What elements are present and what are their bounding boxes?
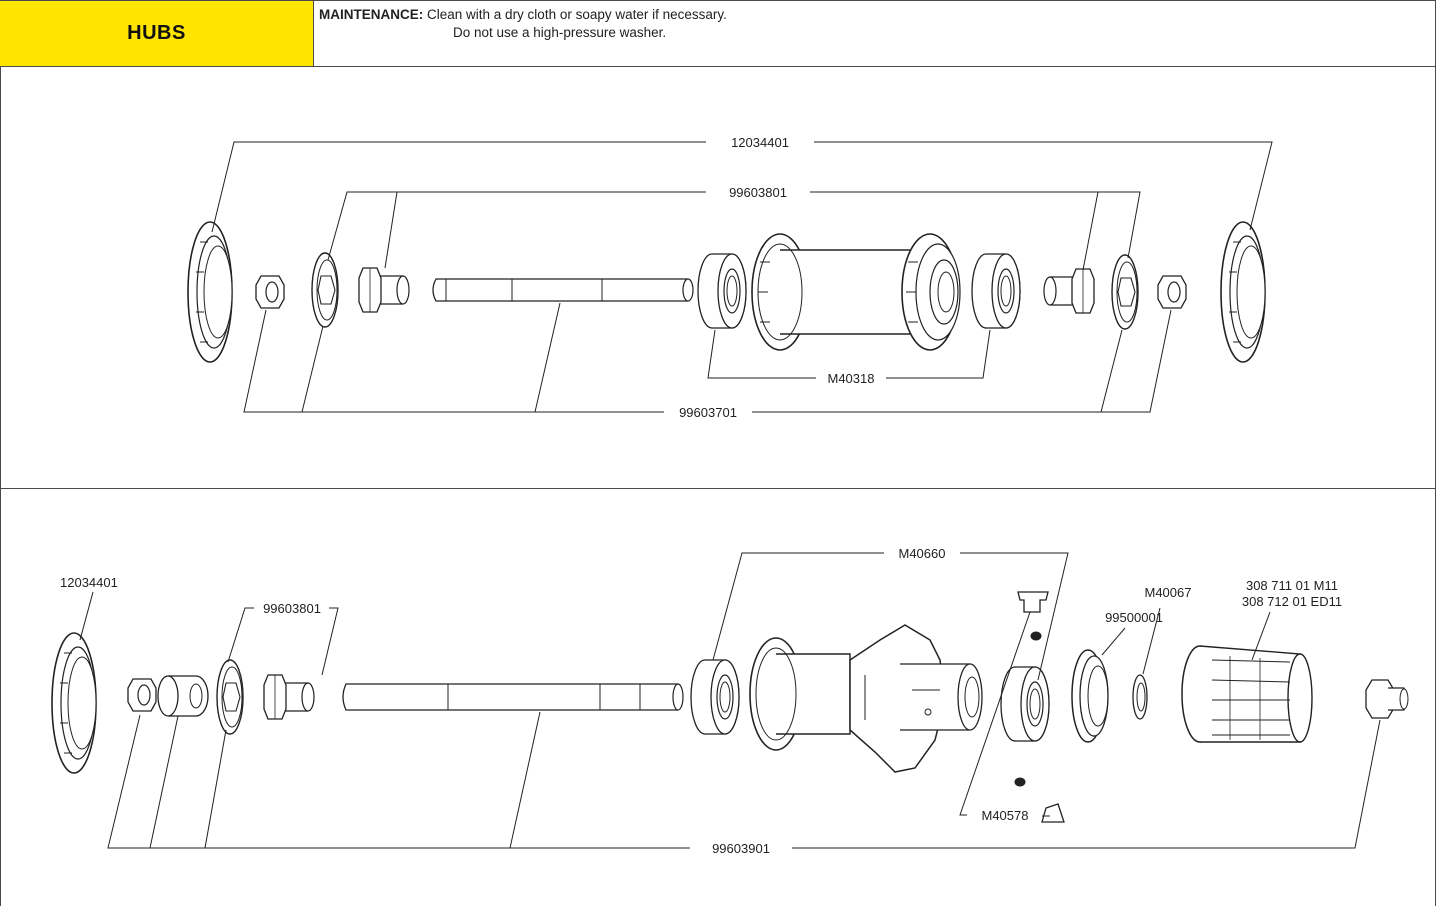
rear-label-axle-kit: 99603901	[712, 841, 770, 856]
maintenance-line-1: Clean with a dry cloth or soapy water if…	[427, 7, 727, 22]
front-hub-body	[751, 233, 961, 351]
front-label-bearings: M40318	[828, 371, 875, 386]
front-label-axle-kit: 99603701	[679, 405, 737, 420]
maintenance-label: MAINTENANCE:	[319, 7, 424, 22]
rear-label-seal: 99500001	[1105, 610, 1163, 625]
rear-hub-parts	[51, 591, 1409, 823]
front-left-end-cap	[187, 221, 233, 363]
section-title-tab: HUBS	[0, 1, 314, 66]
front-axle	[432, 278, 694, 302]
section-divider	[0, 488, 1436, 489]
border-left	[0, 0, 1, 906]
front-right-adapter	[1043, 268, 1095, 314]
front-left-washer	[311, 252, 339, 328]
rear-right-bearing	[1000, 666, 1050, 742]
rear-washer-small	[1132, 674, 1148, 720]
rear-hub-body	[749, 624, 983, 773]
rear-label-adapter-kit: 99603801	[263, 601, 321, 616]
front-label-adapter-kit: 99603801	[729, 185, 787, 200]
section-title: HUBS	[127, 22, 186, 44]
front-part-labels: 12034401 99603801 M40318 99603701	[679, 135, 874, 420]
rear-freehub-body	[1181, 645, 1313, 743]
front-right-bearing	[971, 253, 1021, 329]
front-right-washer	[1111, 254, 1139, 330]
rear-pawl-bottom	[1014, 777, 1065, 823]
header-divider	[0, 66, 1436, 67]
rear-left-bearing	[690, 659, 740, 735]
rear-left-end-cap	[51, 632, 97, 774]
front-right-nut	[1157, 275, 1187, 309]
rear-label-end-cap: 12034401	[60, 575, 118, 590]
front-left-bearing	[697, 253, 747, 329]
front-left-nut	[255, 275, 285, 309]
rear-label-washer: M40067	[1145, 585, 1192, 600]
rear-label-bearings: M40660	[899, 546, 946, 561]
front-leader-lines	[211, 141, 1273, 413]
rear-left-washer	[216, 659, 244, 735]
front-right-end-cap	[1220, 221, 1266, 363]
border-top	[0, 0, 1436, 1]
rear-left-adapter	[263, 674, 315, 720]
rear-left-nut	[127, 678, 157, 712]
rear-leader-lines	[79, 552, 1381, 849]
front-hub-parts	[187, 221, 1266, 363]
rear-spacer	[157, 675, 209, 717]
front-label-end-cap: 12034401	[731, 135, 789, 150]
rear-pawl-top	[1017, 591, 1049, 641]
rear-label-freehub-2: 308 712 01 ED11	[1242, 594, 1342, 609]
rear-seal	[1071, 649, 1109, 743]
rear-axle	[342, 683, 684, 711]
rear-right-nut	[1365, 679, 1409, 719]
rear-label-freehub-1: 308 711 01 M11	[1246, 578, 1338, 593]
maintenance-line-2: Do not use a high-pressure washer.	[453, 25, 667, 40]
rear-part-labels: 12034401 99603801 M40660 99500001 M40067…	[60, 546, 1342, 856]
front-left-adapter	[358, 267, 410, 313]
maintenance-note: MAINTENANCE: Clean with a dry cloth or s…	[319, 6, 727, 42]
rear-label-pawls: M40578	[982, 808, 1029, 823]
